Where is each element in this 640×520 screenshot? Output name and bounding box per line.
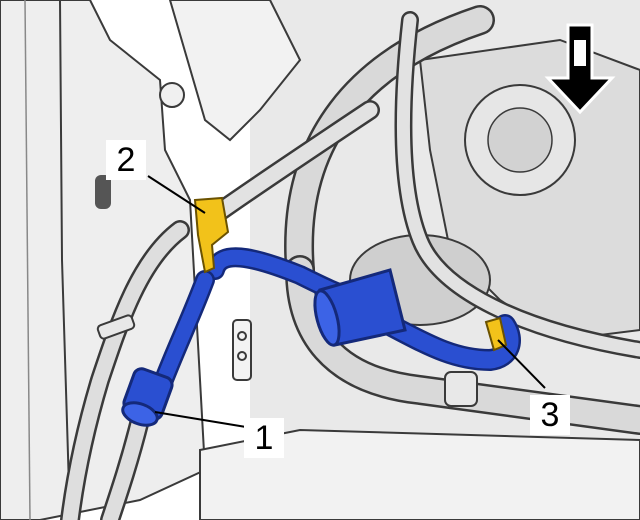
panel-slot [95, 175, 111, 209]
tube-collars [96, 314, 478, 407]
panel-edge-2 [24, 0, 31, 520]
callout-label-3: 3 [530, 395, 570, 435]
blue-fuel-filter [313, 268, 407, 347]
leader-line-2 [147, 175, 206, 214]
connector-fittings [232, 319, 252, 381]
callout-label-1: 1 [244, 418, 284, 458]
front-direction-arrow-icon [544, 23, 616, 115]
panel-bolt [159, 82, 185, 108]
blue-connector-lower [121, 367, 174, 427]
bracket-clip-2 [193, 196, 230, 274]
leader-lines [147, 175, 546, 428]
panel-edge [59, 0, 71, 520]
leader-line-1 [154, 411, 247, 428]
upper-bracket [168, 0, 302, 142]
leader-line-3 [497, 339, 546, 389]
throttle-body-inner [487, 107, 553, 173]
callout-label-2: 2 [106, 140, 146, 180]
